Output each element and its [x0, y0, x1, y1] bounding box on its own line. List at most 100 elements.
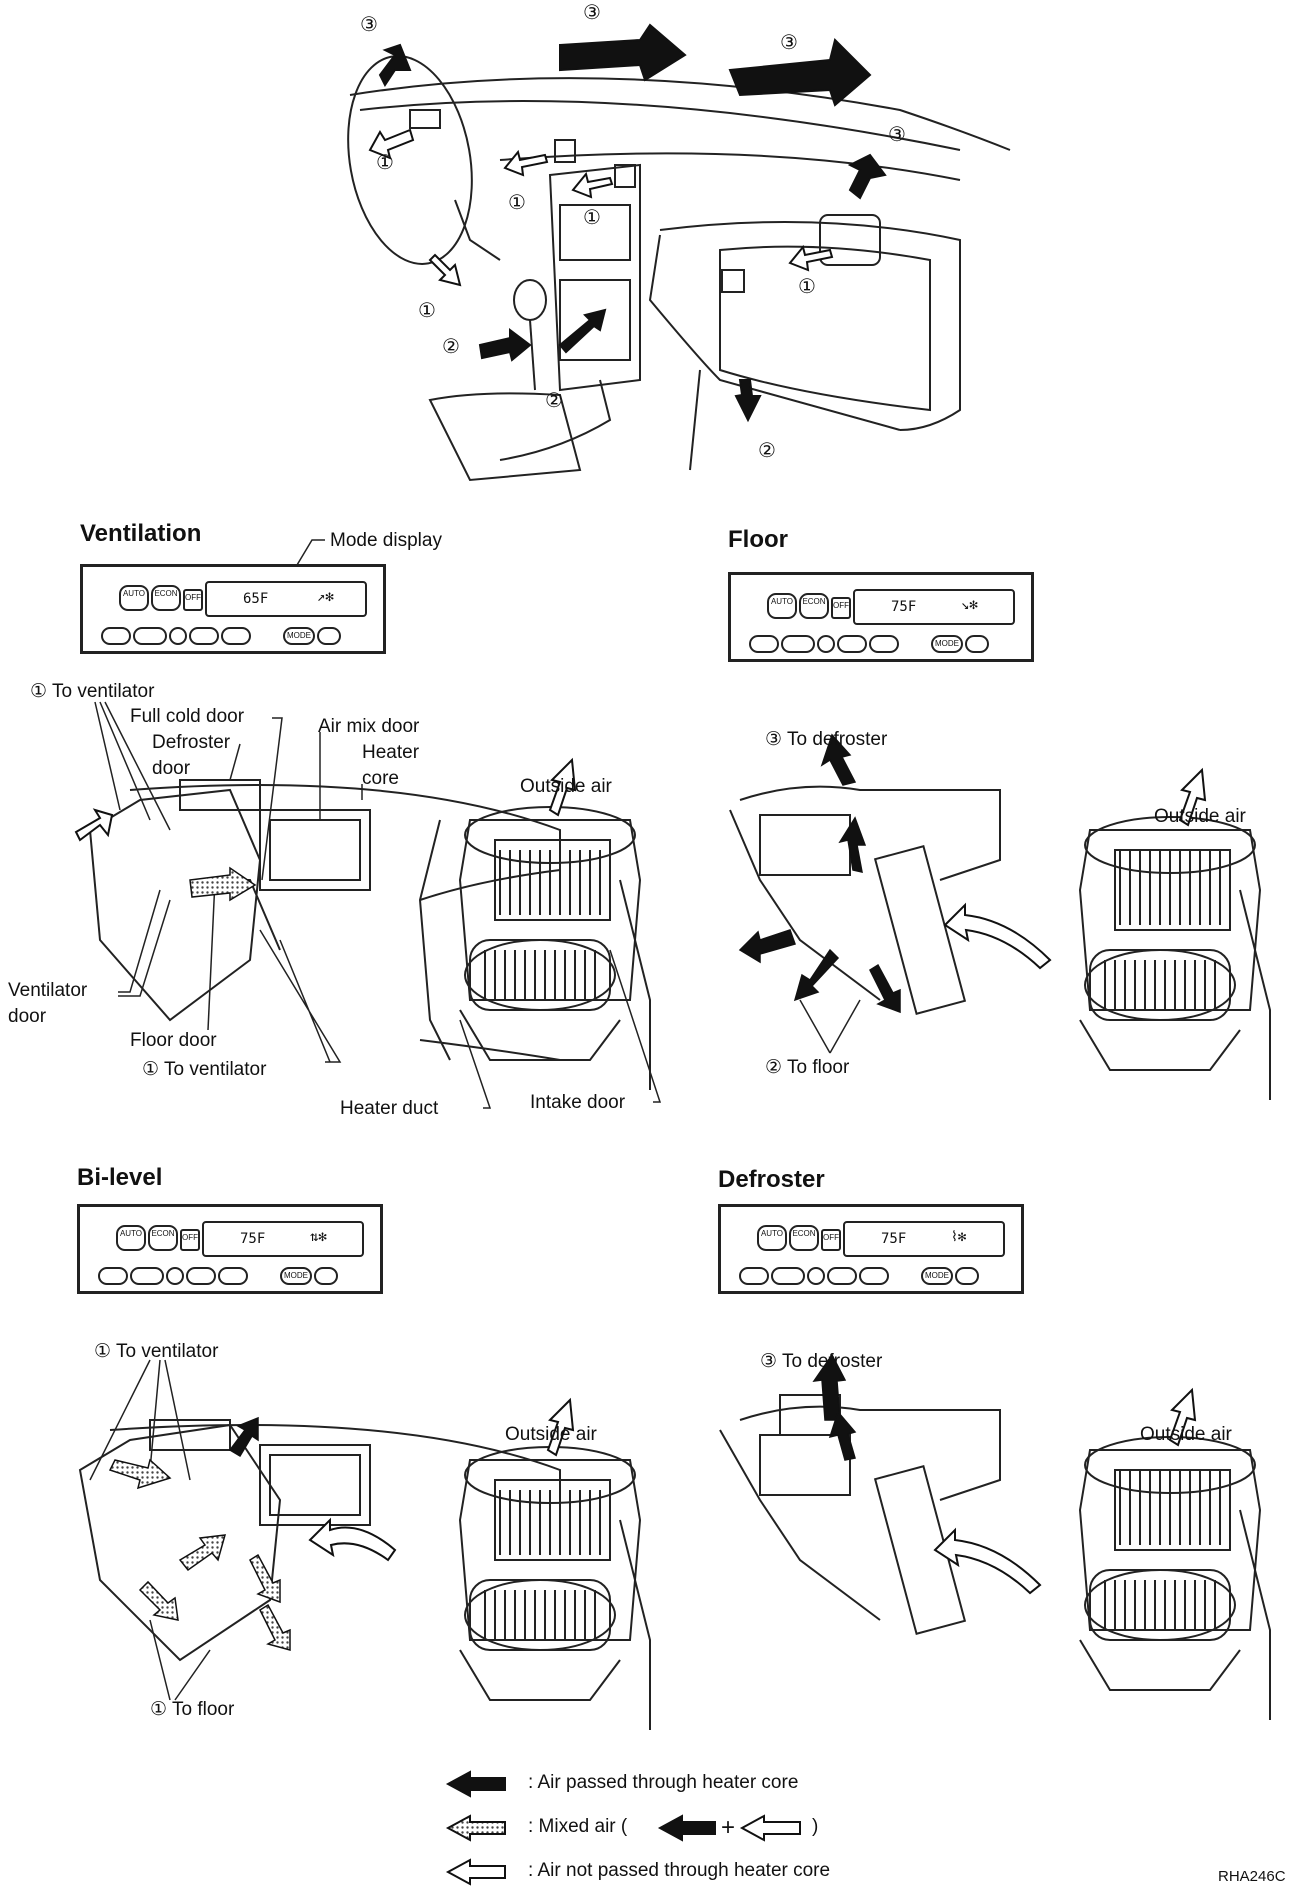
auto-button[interactable]: AUTO	[767, 593, 797, 619]
floor-outside-air-label: Outside air	[1154, 806, 1246, 827]
econ-button[interactable]: ECON	[799, 593, 829, 619]
fan-up-button[interactable]	[771, 1267, 805, 1285]
air-mix-door-label: Air mix door	[318, 716, 420, 737]
defroster-door-label-2: door	[152, 758, 191, 779]
temperature-readout: 75F	[891, 599, 917, 615]
auto-button[interactable]: AUTO	[757, 1225, 787, 1251]
callout-floor-1: ②	[442, 336, 460, 358]
callout-ventilator-4: ①	[798, 276, 816, 298]
defrost-button[interactable]	[314, 1267, 338, 1285]
fan-down-button[interactable]	[98, 1267, 128, 1285]
defroster-title: Defroster	[718, 1166, 825, 1193]
defroster-door-label: Defroster	[152, 732, 231, 753]
defroster-to-defroster-label: ③ To defroster	[760, 1351, 883, 1372]
fan-up-button[interactable]	[781, 635, 815, 653]
callout-ventilator-5: ①	[418, 300, 436, 322]
fan-down-button[interactable]	[739, 1267, 769, 1285]
mode-button[interactable]: MODE	[931, 635, 963, 653]
callout-defroster-3: ③	[780, 32, 798, 54]
econ-button[interactable]: ECON	[148, 1225, 178, 1251]
ventilator-door-label-2: door	[8, 1006, 47, 1027]
legend-mixed-air: : Mixed air (	[528, 1816, 628, 1837]
fan-up-button[interactable]	[133, 627, 167, 645]
defrost-button[interactable]	[965, 635, 989, 653]
ventilation-title: Ventilation	[80, 520, 202, 547]
callout-floor-2: ②	[545, 390, 563, 412]
temp-up-button[interactable]	[859, 1267, 889, 1285]
mode-button[interactable]: MODE	[921, 1267, 953, 1285]
off-button[interactable]: OFF	[831, 597, 851, 619]
fan-down-button[interactable]	[101, 627, 131, 645]
bilevel-control-panel: AUTO ECON OFF 75F ⇅✻ MODE	[77, 1204, 383, 1294]
callout-defroster-1: ③	[360, 14, 378, 36]
floor-to-floor-label: ② To floor	[765, 1057, 850, 1078]
floor-control-panel: AUTO ECON OFF 75F ↘✻ MODE	[728, 572, 1034, 662]
mixed-cold-arrow-icon	[739, 1814, 801, 1842]
mode-display-screen: 75F ⌇✻	[843, 1221, 1005, 1257]
temperature-readout: 75F	[240, 1231, 266, 1247]
mode-button[interactable]: MODE	[280, 1267, 312, 1285]
temperature-readout: 75F	[881, 1231, 907, 1247]
legend-plus-sign: +	[721, 1814, 736, 1841]
floor-to-defroster-label: ③ To defroster	[765, 729, 888, 750]
mode-display-screen: 65F ↗✻	[205, 581, 367, 617]
intake-door-label: Intake door	[530, 1092, 626, 1113]
hot-air-arrow-icon	[445, 1770, 506, 1798]
ventilation-to-ventilator-bottom-label: ① To ventilator	[142, 1059, 267, 1080]
ventilation-outside-air-label: Outside air	[520, 776, 612, 797]
defrost-button[interactable]	[317, 627, 341, 645]
defroster-outside-air-label: Outside air	[1140, 1424, 1232, 1445]
auto-button[interactable]: AUTO	[116, 1225, 146, 1251]
recirc-button[interactable]	[169, 627, 187, 645]
bilevel-to-ventilator-label: ① To ventilator	[94, 1341, 219, 1362]
fan-icon: ↗✻	[317, 589, 334, 605]
econ-button[interactable]: ECON	[151, 585, 181, 611]
floor-title: Floor	[728, 526, 788, 553]
fan-icon: ↘✻	[961, 597, 978, 613]
heater-core-label: Heater	[362, 742, 420, 763]
full-cold-door-label: Full cold door	[130, 706, 245, 727]
figure-code: RHA246C	[1218, 1868, 1286, 1885]
fan-down-button[interactable]	[749, 635, 779, 653]
heater-duct-label: Heater duct	[340, 1098, 439, 1119]
callout-ventilator-2: ①	[508, 192, 526, 214]
legend-cold-air: : Air not passed through heater core	[528, 1860, 831, 1881]
callout-floor-3: ②	[758, 440, 776, 462]
econ-button[interactable]: ECON	[789, 1225, 819, 1251]
temp-down-button[interactable]	[186, 1267, 216, 1285]
bilevel-to-floor-label: ① To floor	[150, 1699, 235, 1720]
bilevel-title: Bi-level	[77, 1164, 163, 1191]
recirc-button[interactable]	[807, 1267, 825, 1285]
heater-core-label-2: core	[362, 768, 399, 789]
fan-up-button[interactable]	[130, 1267, 164, 1285]
callout-defroster-4: ③	[888, 124, 906, 146]
mode-button[interactable]: MODE	[283, 627, 315, 645]
ventilation-to-ventilator-label: ① To ventilator	[30, 681, 155, 702]
off-button[interactable]: OFF	[821, 1229, 841, 1251]
legend-mixed-air-close: )	[812, 1816, 819, 1837]
auto-button[interactable]: AUTO	[119, 585, 149, 611]
legend-hot-air: : Air passed through heater core	[528, 1772, 799, 1793]
mixed-air-arrow-icon	[445, 1814, 506, 1842]
temp-down-button[interactable]	[189, 627, 219, 645]
temp-up-button[interactable]	[869, 635, 899, 653]
ventilator-door-label: Ventilator	[8, 980, 88, 1001]
recirc-button[interactable]	[817, 635, 835, 653]
temp-up-button[interactable]	[221, 627, 251, 645]
mode-display-label: Mode display	[330, 530, 442, 551]
off-button[interactable]: OFF	[183, 589, 203, 611]
defrost-button[interactable]	[955, 1267, 979, 1285]
temp-up-button[interactable]	[218, 1267, 248, 1285]
mode-display-screen: 75F ⇅✻	[202, 1221, 364, 1257]
temp-down-button[interactable]	[827, 1267, 857, 1285]
recirc-button[interactable]	[166, 1267, 184, 1285]
cold-air-arrow-icon	[445, 1858, 506, 1886]
callout-ventilator-1: ①	[376, 152, 394, 174]
off-button[interactable]: OFF	[180, 1229, 200, 1251]
defroster-control-panel: AUTO ECON OFF 75F ⌇✻ MODE	[718, 1204, 1024, 1294]
floor-door-label: Floor door	[130, 1030, 217, 1051]
temp-down-button[interactable]	[837, 635, 867, 653]
